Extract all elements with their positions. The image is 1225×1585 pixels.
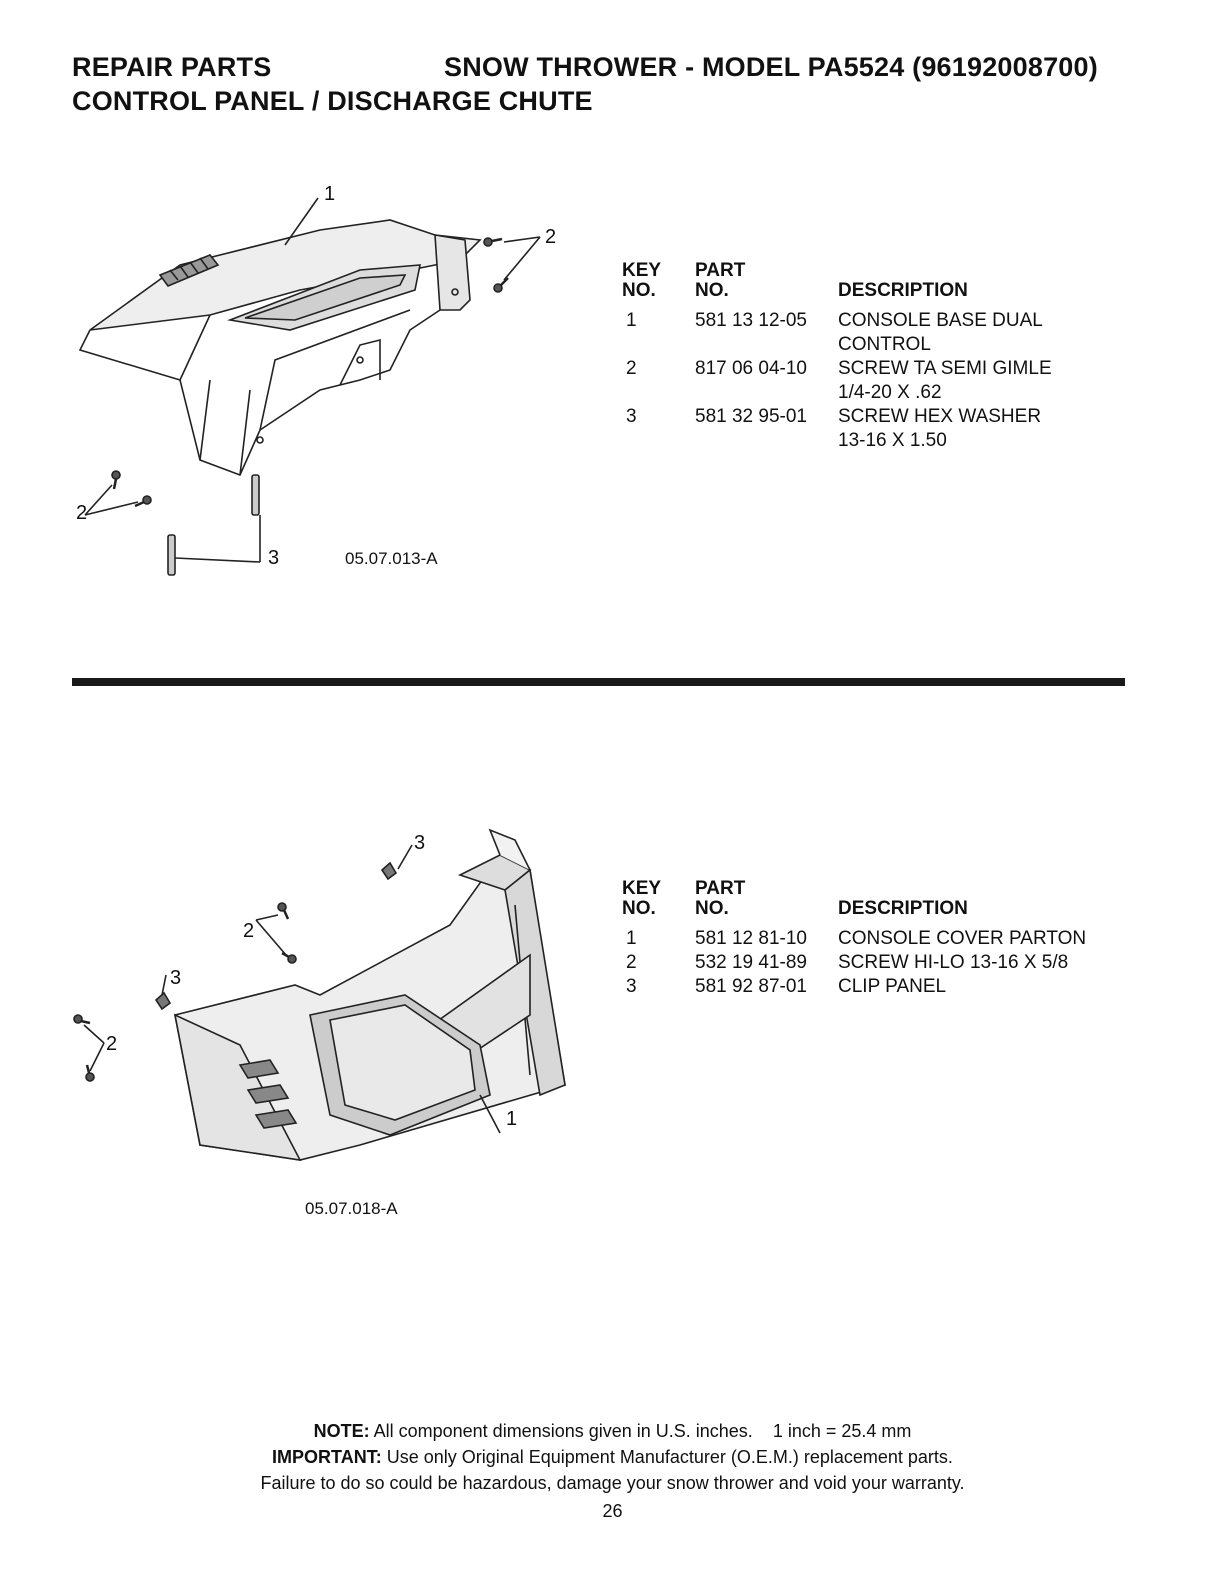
note-line: NOTE: All component dimensions given in … <box>0 1418 1225 1444</box>
description-cell: CONSOLE BASE DUAL <box>838 310 1043 331</box>
figure-code: 05.07.018-A <box>305 1199 398 1218</box>
description-cell: 13-16 X 1.50 <box>838 430 947 451</box>
table-row: 2 817 06 04-10 SCREW TA SEMI GIMLE 1/4-2… <box>622 357 1142 405</box>
description-cell: CONTROL <box>838 334 931 355</box>
parts-table: KEY NO. PART NO. DESCRIPTION 1 581 12 81… <box>622 877 1142 999</box>
key-cell: 3 <box>626 406 637 427</box>
note-text: All component dimensions given in U.S. i… <box>369 1421 912 1441</box>
key-header: KEY <box>622 878 662 899</box>
part-cell: 532 19 41-89 <box>695 952 807 973</box>
callout-3: 3 <box>414 832 426 854</box>
key-cell: 3 <box>626 976 637 997</box>
key-header: NO. <box>622 280 656 301</box>
section-divider <box>72 678 1125 686</box>
key-cell: 2 <box>626 358 637 379</box>
callout-3: 3 <box>170 967 182 989</box>
key-cell: 1 <box>626 310 637 331</box>
header-right: SNOW THROWER - MODEL PA5524 (96192008700… <box>444 52 1098 82</box>
callout-2: 2 <box>106 1033 118 1055</box>
description-header: DESCRIPTION <box>838 898 968 919</box>
description-cell: 1/4-20 X .62 <box>838 382 942 403</box>
description-cell: SCREW HEX WASHER <box>838 406 1042 427</box>
key-cell: 2 <box>626 952 637 973</box>
callout-1: 1 <box>506 1108 518 1130</box>
part-cell: 581 13 12-05 <box>695 310 807 331</box>
warning-line: Failure to do so could be hazardous, dam… <box>260 1473 965 1493</box>
callout-2: 2 <box>545 226 557 248</box>
note-label: NOTE: <box>313 1421 370 1441</box>
part-cell: 581 12 81-10 <box>695 928 807 949</box>
part-header: PART <box>695 878 746 899</box>
important-label: IMPORTANT: <box>272 1447 382 1467</box>
part-cell: 581 92 87-01 <box>695 976 807 997</box>
key-header: KEY <box>622 260 662 281</box>
callout-1: 1 <box>324 183 336 205</box>
key-header: NO. <box>622 898 656 919</box>
console-base-diagram <box>60 180 580 580</box>
description-cell: SCREW HI-LO 13-16 X 5/8 <box>838 952 1069 973</box>
description-cell: CONSOLE COVER PARTON <box>838 928 1087 949</box>
part-cell: 581 32 95-01 <box>695 406 807 427</box>
callout-2: 2 <box>76 502 88 524</box>
parts-table: KEY NO. PART NO. DESCRIPTION 1 581 13 12… <box>622 259 1142 453</box>
callout-2: 2 <box>243 920 255 942</box>
table-row: 3 581 32 95-01 SCREW HEX WASHER 13-16 X … <box>622 405 1142 453</box>
important-text: Use only Original Equipment Manufacturer… <box>381 1447 953 1467</box>
page-number: 26 <box>602 1501 623 1521</box>
part-header: PART <box>695 260 746 281</box>
table-row: 1 581 13 12-05 CONSOLE BASE DUAL CONTROL <box>622 309 1142 357</box>
description-header: DESCRIPTION <box>838 280 968 301</box>
table-row: 3 581 92 87-01 CLIP PANEL <box>622 975 1142 999</box>
console-cover-diagram <box>60 815 590 1185</box>
key-cell: 1 <box>626 928 637 949</box>
callout-3: 3 <box>268 547 280 569</box>
description-cell: SCREW TA SEMI GIMLE <box>838 358 1052 379</box>
figure-code: 05.07.013-A <box>345 549 438 568</box>
header-left: REPAIR PARTS <box>72 52 272 82</box>
part-cell: 817 06 04-10 <box>695 358 807 379</box>
important-line: IMPORTANT: Use only Original Equipment M… <box>0 1444 1225 1470</box>
part-header: NO. <box>695 280 729 301</box>
table-row: 1 581 12 81-10 CONSOLE COVER PARTON <box>622 927 1142 951</box>
part-header: NO. <box>695 898 729 919</box>
page-subtitle: CONTROL PANEL / DISCHARGE CHUTE <box>72 86 593 116</box>
table-row: 2 532 19 41-89 SCREW HI-LO 13-16 X 5/8 <box>622 951 1142 975</box>
description-cell: CLIP PANEL <box>838 976 947 997</box>
